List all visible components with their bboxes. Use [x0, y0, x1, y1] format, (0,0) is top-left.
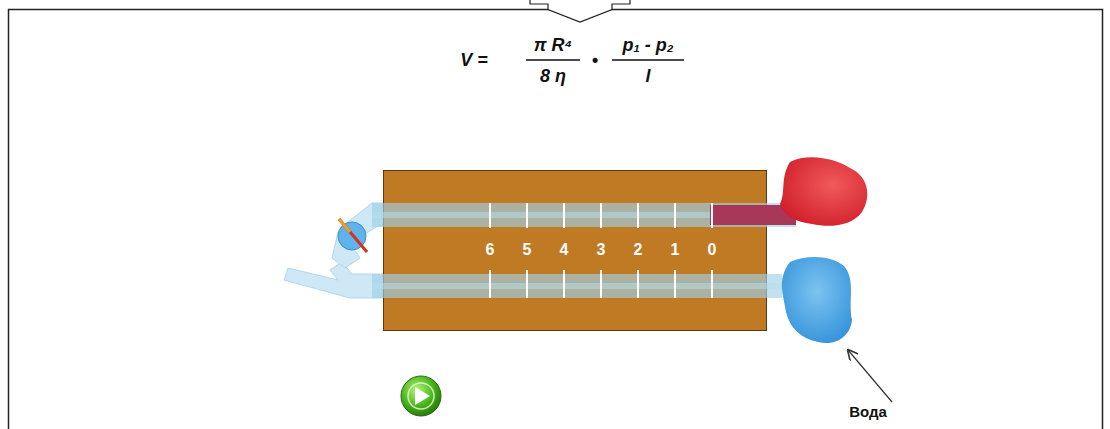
- scale-tick: [711, 203, 713, 228]
- scale-tick: [526, 203, 528, 228]
- red-reservoir: [780, 157, 867, 225]
- lower-tube: [372, 274, 782, 298]
- formula-text-box: l: [645, 66, 650, 87]
- callout-label-box: Вода: [849, 403, 887, 421]
- formula-text-box: p₁ - p₂: [622, 35, 673, 56]
- scale-tick: [600, 270, 602, 298]
- formula-text-box: 8 η: [540, 66, 566, 87]
- scale-number: 5: [523, 241, 532, 259]
- formula-text-box: •: [592, 50, 598, 71]
- formula-text-box: π R⁴: [534, 35, 573, 56]
- formula-text: π R⁴: [534, 35, 573, 56]
- scale-number-box: 0: [708, 241, 717, 259]
- fraction-bar: [612, 59, 684, 61]
- pipe-branch: [284, 203, 383, 298]
- formula-text-box: V =: [460, 50, 488, 71]
- formula-text: l: [645, 66, 650, 87]
- scale-number: 2: [634, 241, 643, 259]
- scale-number: 6: [486, 241, 495, 259]
- scale-tick: [489, 203, 491, 228]
- scale-ticks: [490, 203, 712, 298]
- scale-number-box: 3: [597, 241, 606, 259]
- down-arrow: [530, 0, 630, 22]
- scale-number-box: 4: [560, 241, 569, 259]
- scale-tick: [563, 270, 565, 298]
- frame: [9, 10, 1103, 429]
- play-ring: [408, 383, 434, 409]
- scale-number: 3: [597, 241, 606, 259]
- fraction-bar: [526, 59, 580, 61]
- scale-tick: [600, 203, 602, 228]
- formula-text: p₁ - p₂: [622, 35, 673, 56]
- scale-number: 4: [560, 241, 569, 259]
- formula-text: •: [592, 50, 598, 71]
- scale-tick: [489, 270, 491, 298]
- valve-handle: [339, 219, 350, 232]
- formula-text: V =: [460, 50, 488, 71]
- scale-board: [384, 171, 767, 331]
- scale-tick: [637, 203, 639, 228]
- scale-number-box: 1: [671, 241, 680, 259]
- scale-number-box: 5: [523, 241, 532, 259]
- play-icon: [415, 387, 430, 405]
- tube-shine: [372, 283, 782, 289]
- scale-tick: [711, 270, 713, 298]
- scale-tick: [526, 270, 528, 298]
- scale-number-box: 6: [486, 241, 495, 259]
- callout-label: Вода: [849, 403, 887, 420]
- scale-number-box: 2: [634, 241, 643, 259]
- scale-tick: [637, 270, 639, 298]
- scale-tick: [674, 270, 676, 298]
- formula-text: 8 η: [540, 66, 566, 87]
- leader-line: [848, 350, 892, 402]
- scale-tick: [563, 203, 565, 228]
- scale-tick: [674, 203, 676, 228]
- scale-number: 1: [671, 241, 680, 259]
- upper-tube: [372, 203, 796, 227]
- blue-reservoir: [782, 257, 852, 343]
- play-button: [401, 376, 441, 416]
- scale-number: 0: [708, 241, 717, 259]
- valve-handle: [339, 219, 367, 252]
